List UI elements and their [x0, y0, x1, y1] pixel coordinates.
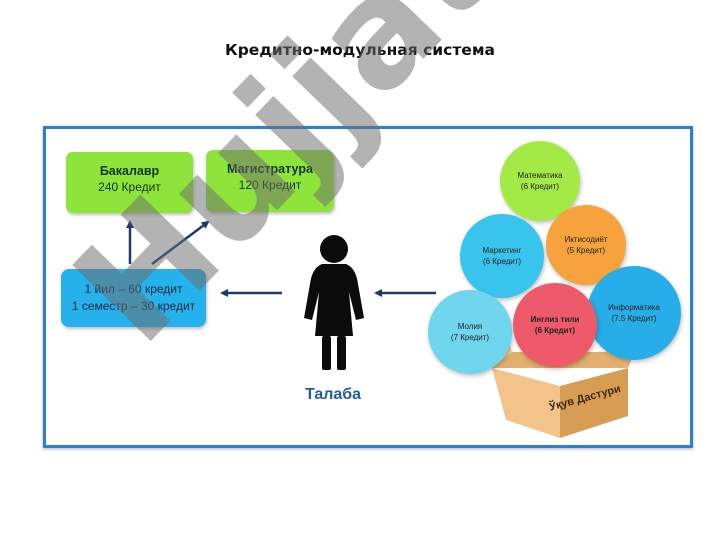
- study-time-semester: 1 семестр – 30 кредит: [71, 299, 196, 313]
- subject-name: Маркетинг: [482, 246, 522, 255]
- degree-name: Магистратура: [227, 162, 313, 176]
- subject-credits: (7.5 Кредит): [611, 314, 657, 323]
- subject-circle-english: Инглиз тили (6 Кредит): [513, 283, 597, 367]
- subject-name: Математика: [517, 171, 563, 180]
- slide-title: Кредитно-модульная система: [225, 41, 495, 59]
- degree-credits: 120 Кредит: [238, 178, 302, 192]
- degree-credits: 240 Кредит: [98, 180, 161, 194]
- study-time-year: 1 йил – 60 кредит: [84, 282, 183, 296]
- student-figure-icon: [304, 235, 364, 370]
- subject-circle-informatics: Информатика (7.5 Кредит): [587, 266, 681, 360]
- subject-credits: (6 Кредит): [520, 182, 560, 191]
- subject-name: Иктисодиёт: [564, 235, 608, 244]
- degree-box-bachelor: Бакалавр 240 Кредит: [66, 152, 193, 213]
- subject-circle-finance: Молия (7 Кредит): [428, 290, 512, 374]
- subject-circle-math: Математика (6 Кредит): [500, 141, 580, 221]
- subject-credits: (6 Кредит): [482, 257, 522, 266]
- student-label: Талаба: [304, 386, 362, 403]
- study-time-box: 1 йил – 60 кредит 1 семестр – 30 кредит: [61, 269, 206, 327]
- subject-name: Молия: [457, 322, 483, 331]
- subject-credits: (6 Кредит): [534, 326, 576, 335]
- subject-name: Информатика: [608, 303, 660, 312]
- arrow-to-master: [151, 220, 210, 265]
- subject-name: Инглиз тили: [530, 315, 580, 324]
- degree-name: Бакалавр: [99, 164, 160, 178]
- degree-box-master: Магистратура 120 Кредит: [206, 150, 334, 212]
- subject-credits: (7 Кредит): [450, 333, 490, 342]
- subject-credits: (5 Кредит): [566, 246, 606, 255]
- subject-circle-marketing: Маркетинг (6 Кредит): [460, 214, 544, 298]
